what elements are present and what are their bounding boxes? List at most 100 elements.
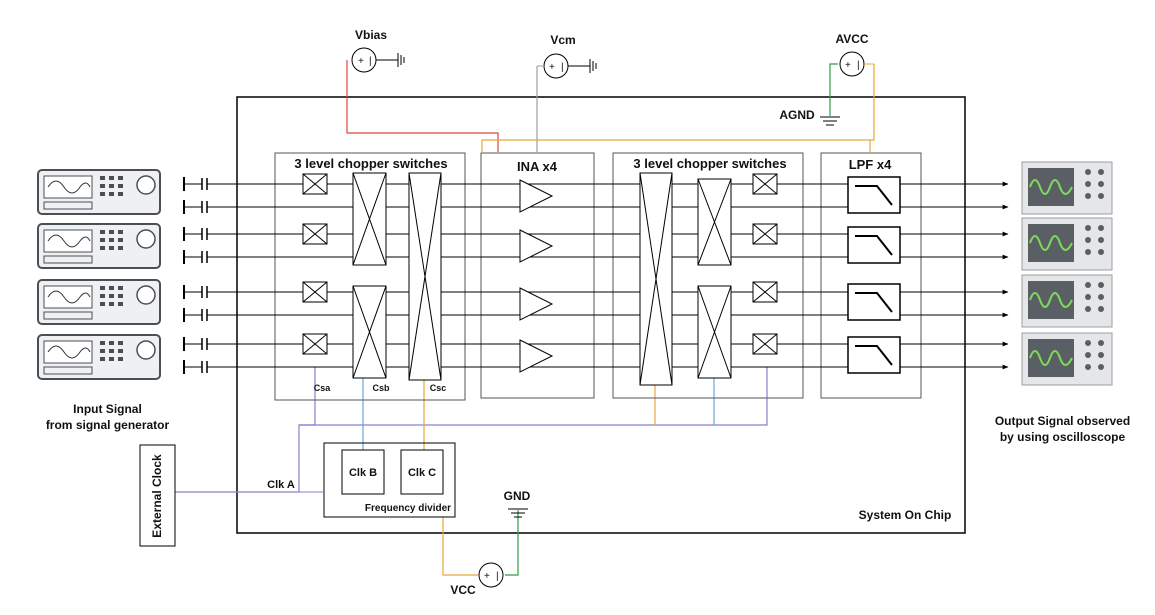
- generator-key: [100, 357, 105, 361]
- output-signal-caption: Output Signal observed by using oscillos…: [975, 413, 1150, 445]
- lowpass-filter-icon: [847, 283, 901, 321]
- oscilloscope-wave: [1029, 235, 1073, 251]
- oscilloscope-knob: [1098, 169, 1104, 175]
- oscilloscope-knob: [1085, 225, 1091, 231]
- avcc-wire: [481, 64, 875, 152]
- svg-text:|: |: [857, 60, 860, 71]
- generator-buttons: [43, 255, 93, 264]
- avcc-source: + |: [839, 51, 874, 77]
- svg-text:+: +: [484, 571, 490, 582]
- generator-key: [100, 246, 105, 250]
- amplifier-icon: [519, 179, 554, 213]
- oscilloscope-knob: [1085, 237, 1091, 243]
- generator-key: [118, 246, 123, 250]
- vcc-label: VCC: [450, 583, 476, 597]
- chopper-in-block: [274, 152, 466, 401]
- oscilloscope-knob: [1085, 294, 1091, 300]
- oscilloscope-wave: [1029, 179, 1073, 195]
- oscilloscope-knob: [1098, 237, 1104, 243]
- generator-key: [109, 230, 114, 234]
- ina-title: INA x4: [517, 159, 558, 174]
- generator-key: [100, 238, 105, 242]
- signal-lines: [183, 172, 1009, 493]
- csc-label: Csc: [430, 383, 447, 393]
- switch-icon-cross: [352, 172, 387, 266]
- lowpass-curve: [855, 235, 893, 256]
- switch-icon-cross: [752, 223, 778, 245]
- svg-text:+: +: [845, 60, 851, 71]
- oscilloscope-knob: [1098, 225, 1104, 231]
- generator-knob: [136, 340, 156, 360]
- instrument-icons: [37, 161, 1113, 386]
- generator-screen: [43, 175, 93, 199]
- oscilloscope-knob: [1085, 306, 1091, 312]
- generator-knob: [136, 175, 156, 195]
- generator-key: [109, 302, 114, 306]
- switch-icon-cross: [302, 281, 328, 303]
- generator-key: [100, 302, 105, 306]
- generator-key: [118, 302, 123, 306]
- vbias-source: + |: [351, 47, 405, 73]
- output-line1: Output Signal observed: [994, 414, 1131, 428]
- oscilloscope-knob: [1085, 282, 1091, 288]
- generator-key: [109, 357, 114, 361]
- oscilloscope-wave: [1029, 350, 1073, 366]
- sine-wave-icon: [47, 290, 91, 304]
- avcc-label: AVCC: [835, 32, 868, 46]
- generator-key: [109, 184, 114, 188]
- generator-key: [109, 286, 114, 290]
- generator-key: [100, 192, 105, 196]
- switch-icon-cross: [752, 173, 778, 195]
- agnd-wire: [829, 63, 838, 116]
- lpf-title: LPF x4: [849, 157, 892, 172]
- amplifier-icon: [519, 339, 554, 373]
- oscilloscope-knob: [1098, 193, 1104, 199]
- generator-key: [100, 176, 105, 180]
- oscilloscope-knob: [1098, 352, 1104, 358]
- clk-b-box: [341, 449, 385, 495]
- generator-key: [109, 294, 114, 298]
- svg-text:|: |: [496, 571, 499, 582]
- gnd-symbol: [508, 508, 528, 518]
- generator-key: [118, 192, 123, 196]
- switch-icon-cross: [302, 223, 328, 245]
- oscilloscope-knob: [1098, 340, 1104, 346]
- soc-label: System On Chip: [859, 508, 952, 522]
- agnd-label: AGND: [779, 108, 815, 122]
- generator-key: [109, 238, 114, 242]
- lowpass-filter-icon: [847, 176, 901, 214]
- input-line1: Input Signal: [73, 402, 142, 416]
- clk-b-label: Clk B: [349, 467, 377, 479]
- oscilloscope-knob: [1085, 193, 1091, 199]
- amplifier-icon: [519, 287, 554, 321]
- output-line2: by using oscilloscope: [999, 430, 1126, 444]
- switch-icon-cross: [408, 172, 442, 381]
- generator-key: [118, 238, 123, 242]
- generator-buttons: [43, 201, 93, 210]
- generator-buttons: [43, 366, 93, 375]
- generator-key: [109, 246, 114, 250]
- freq-divider-block: [323, 442, 456, 518]
- generator-key: [118, 176, 123, 180]
- generator-key: [118, 230, 123, 234]
- generator-key: [109, 341, 114, 345]
- generator-screen: [43, 285, 93, 309]
- generator-screen: [43, 229, 93, 253]
- svg-text:|: |: [561, 62, 564, 73]
- lpf-block: [820, 152, 922, 399]
- vcc-wire: [442, 517, 478, 576]
- switch-icon-cross: [697, 178, 732, 266]
- csa-wire-2: [299, 367, 768, 426]
- clk-c-label: Clk C: [408, 467, 436, 479]
- generator-key: [109, 349, 114, 353]
- generator-key: [109, 176, 114, 180]
- vcm-label: Vcm: [550, 33, 575, 47]
- clk-a-label: Clk A: [267, 479, 295, 491]
- generator-key: [100, 230, 105, 234]
- svg-text:|: |: [369, 56, 372, 67]
- agnd-symbol: [820, 116, 840, 126]
- csa-label: Csa: [314, 383, 332, 393]
- clk-c-box: [400, 449, 444, 495]
- switch-icon-cross: [752, 333, 778, 355]
- generator-key: [109, 192, 114, 196]
